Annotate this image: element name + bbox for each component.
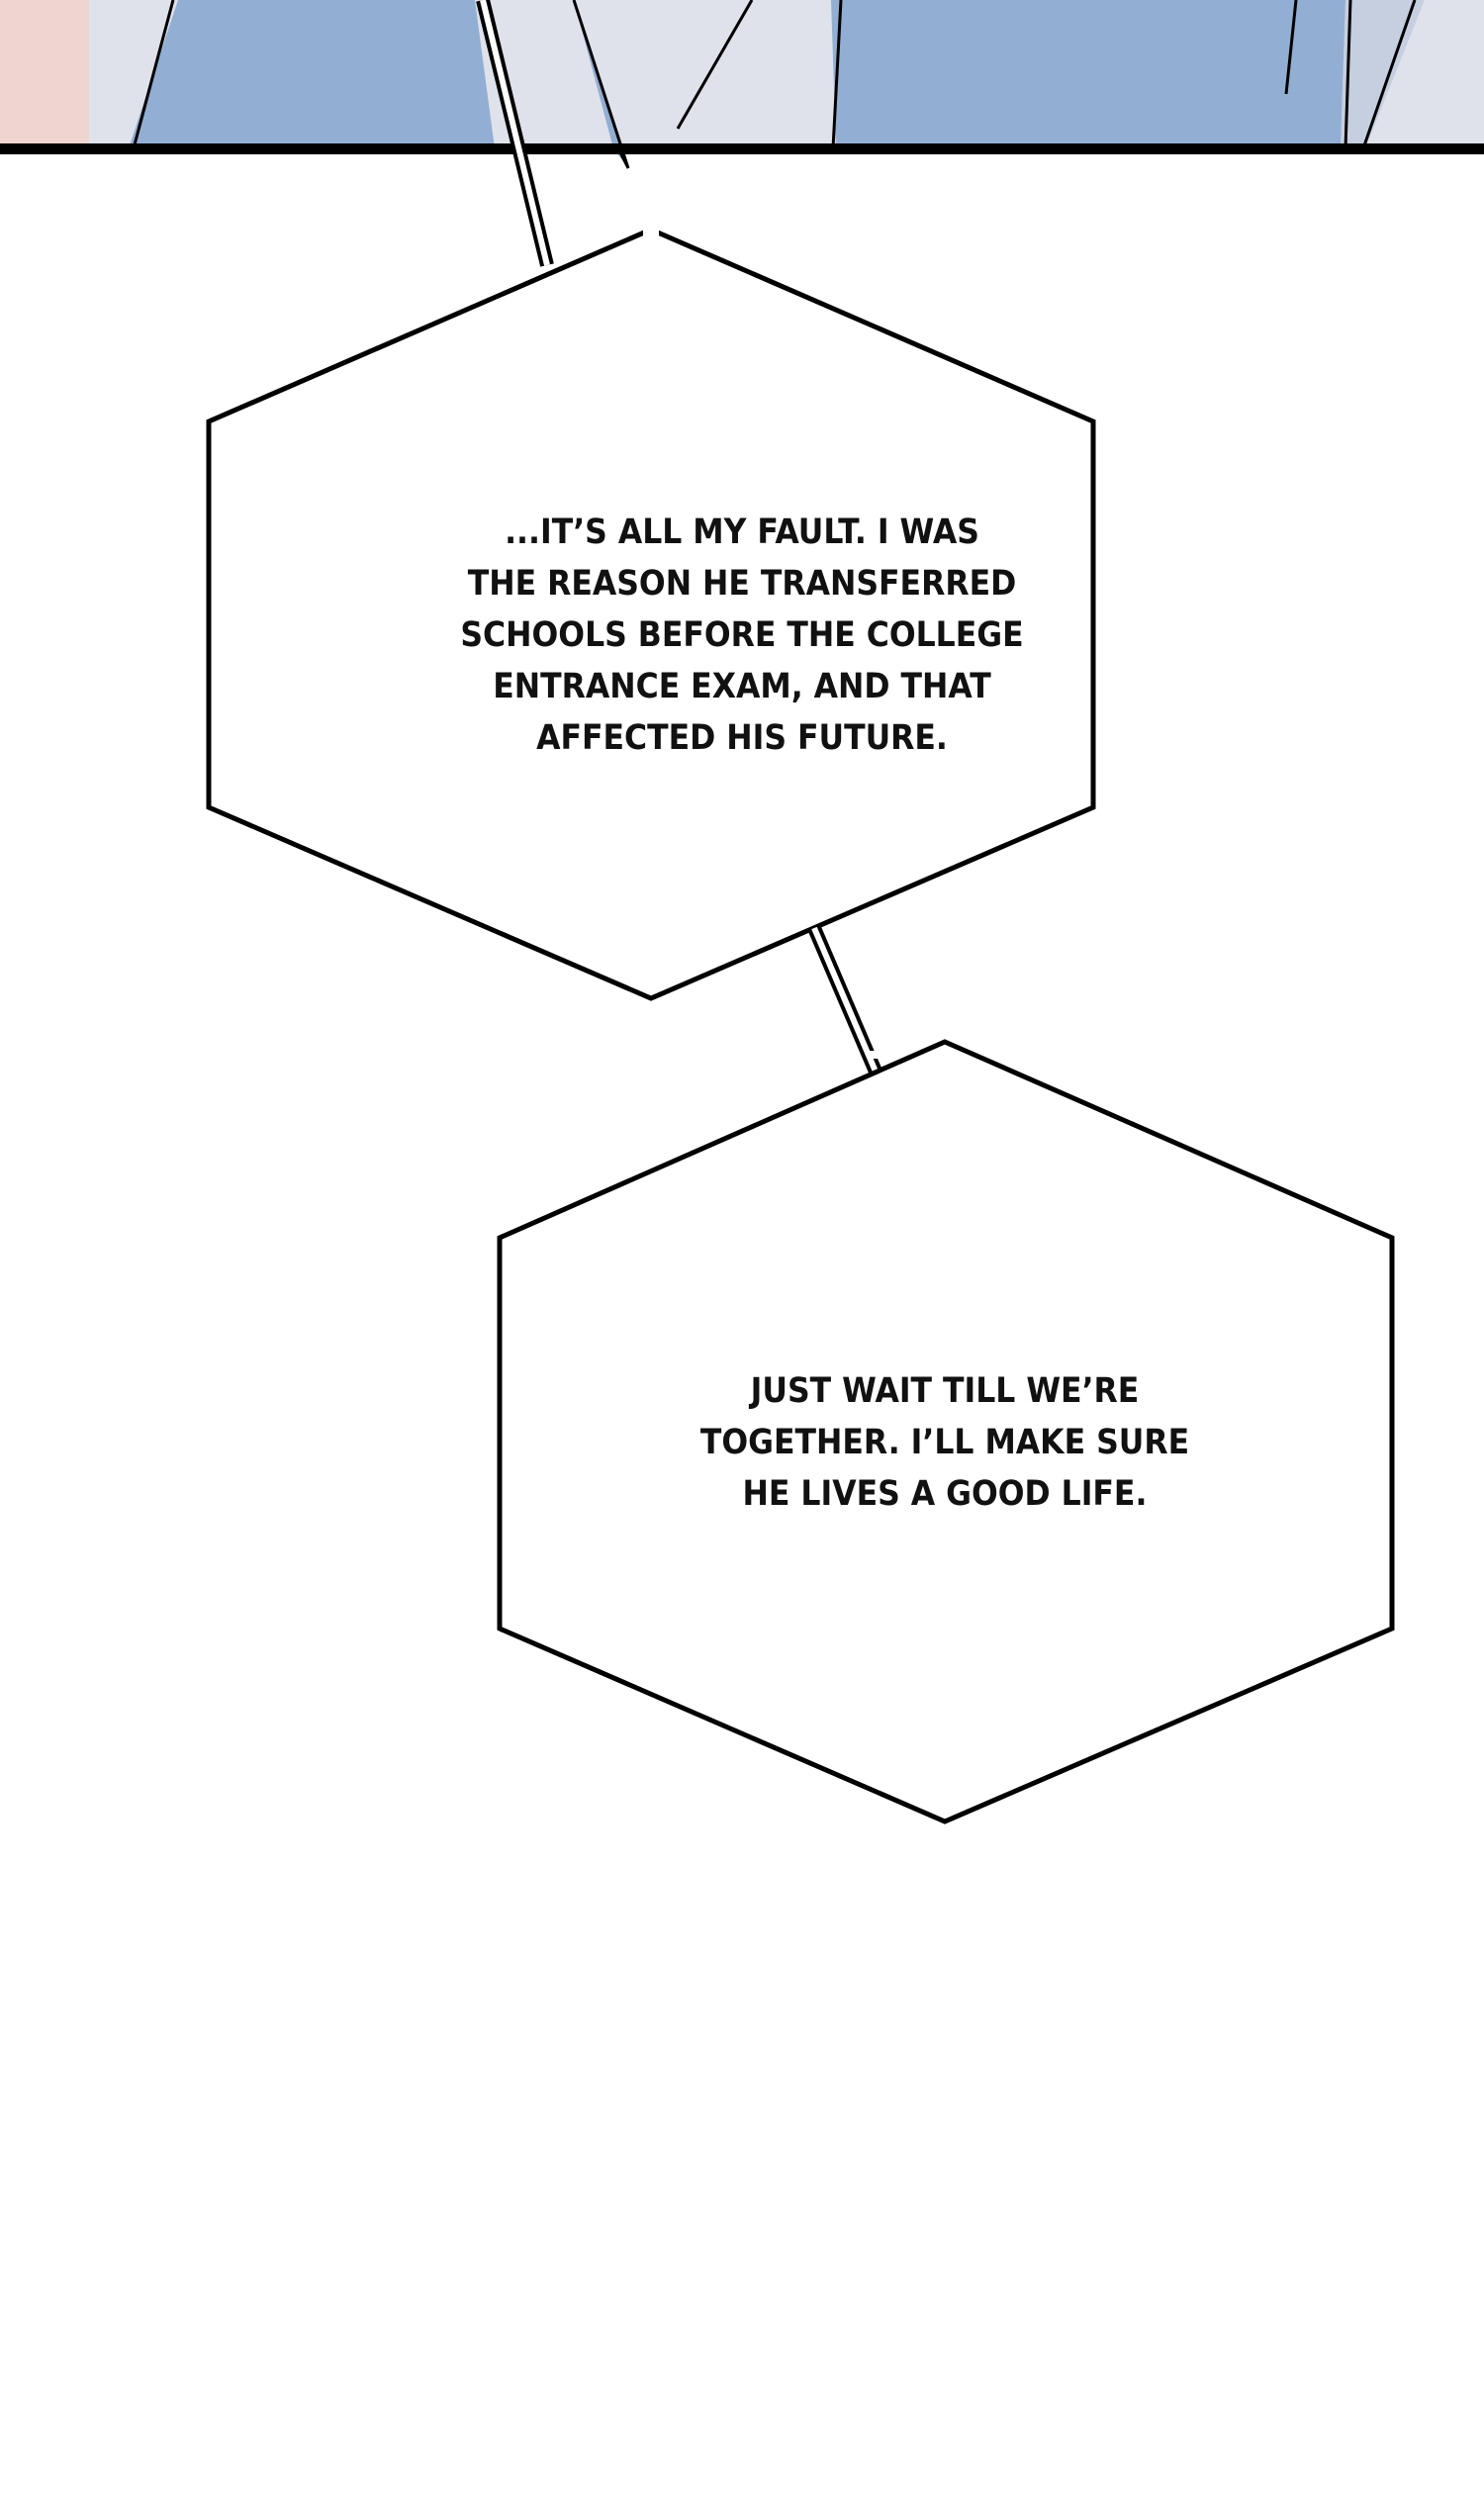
text-line: AFFECTED HIS FUTURE. [536, 718, 948, 758]
text-line: ...IT’S ALL MY FAULT. I WAS [505, 513, 979, 552]
text-line: JUST WAIT TILL WE’RE [750, 1371, 1140, 1411]
text-line: ENTRANCE EXAM, AND THAT [493, 667, 991, 706]
text-line: THE REASON HE TRANSFERRED [467, 564, 1017, 604]
bubble-1-text: ...IT’S ALL MY FAULT. I WAS THE REASON H… [341, 507, 1143, 764]
speech-bubble-2 [497, 1039, 1395, 1824]
text-line: HE LIVES A GOOD LIFE. [742, 1474, 1148, 1514]
text-line: SCHOOLS BEFORE THE COLLEGE [460, 615, 1024, 655]
bubble-2-text: JUST WAIT TILL WE’RE TOGETHER. I’LL MAKE… [589, 1365, 1301, 1520]
text-line: TOGETHER. I’LL MAKE SURE [699, 1423, 1190, 1462]
bubble-connector [807, 925, 882, 1074]
top-panel [0, 0, 1484, 169]
speech-bubble-1 [206, 0, 1096, 1001]
